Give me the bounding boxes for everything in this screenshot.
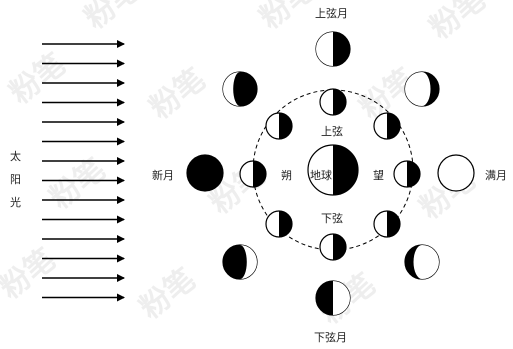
orbit-moon-icon: [373, 112, 401, 140]
waning-crescent-icon: [222, 244, 258, 280]
watermark-text: 粉笔: [3, 47, 72, 112]
watermark-text: 粉笔: [78, 0, 147, 36]
first-quarter-outer-label: 上弦月: [315, 6, 348, 20]
earth-label: 地球: [310, 168, 332, 182]
orbit-moon-icon: [265, 112, 293, 140]
orbit-moon-icon: [373, 210, 401, 238]
full-moon-label: 满月: [485, 169, 507, 182]
sunlight-arrows: [42, 40, 125, 302]
first-quarter-inner-label: 上弦: [321, 124, 343, 138]
watermark-text: 粉笔: [143, 62, 212, 127]
new-moon-icon: [186, 154, 224, 192]
sunlight-label-char: 光: [10, 195, 21, 209]
last-quarter-outer-label: 下弦月: [314, 330, 347, 344]
last-quarter-inner-label: 下弦: [321, 211, 343, 225]
shuo-label: 朔: [281, 169, 292, 182]
new-moon-label: 新月: [152, 168, 174, 182]
last-quarter-icon: [315, 280, 351, 316]
watermark-text: 粉笔: [253, 0, 322, 36]
full-moon-icon: [437, 154, 475, 192]
sunlight-label-char: 太: [10, 150, 21, 163]
watermark-text: 粉笔: [423, 0, 492, 46]
orbit-moon-icon: [239, 160, 267, 188]
orbit-moon-icon: [393, 160, 421, 188]
orbit-moon-icon: [319, 233, 347, 261]
waxing-gibbous-icon: [404, 71, 440, 107]
watermark-text: 粉笔: [0, 242, 62, 307]
waxing-crescent-icon: [222, 71, 258, 107]
first-quarter-icon: [315, 31, 351, 67]
watermark-text: 粉笔: [133, 262, 202, 327]
sunlight-label-char: 阳: [10, 173, 21, 186]
earth: [307, 144, 359, 196]
moon-phases: [186, 31, 475, 316]
orbit-moon-icon: [265, 210, 293, 238]
orbit-moon-icon: [319, 88, 347, 116]
waning-gibbous-icon: [404, 244, 440, 280]
wang-label: 望: [373, 169, 384, 182]
